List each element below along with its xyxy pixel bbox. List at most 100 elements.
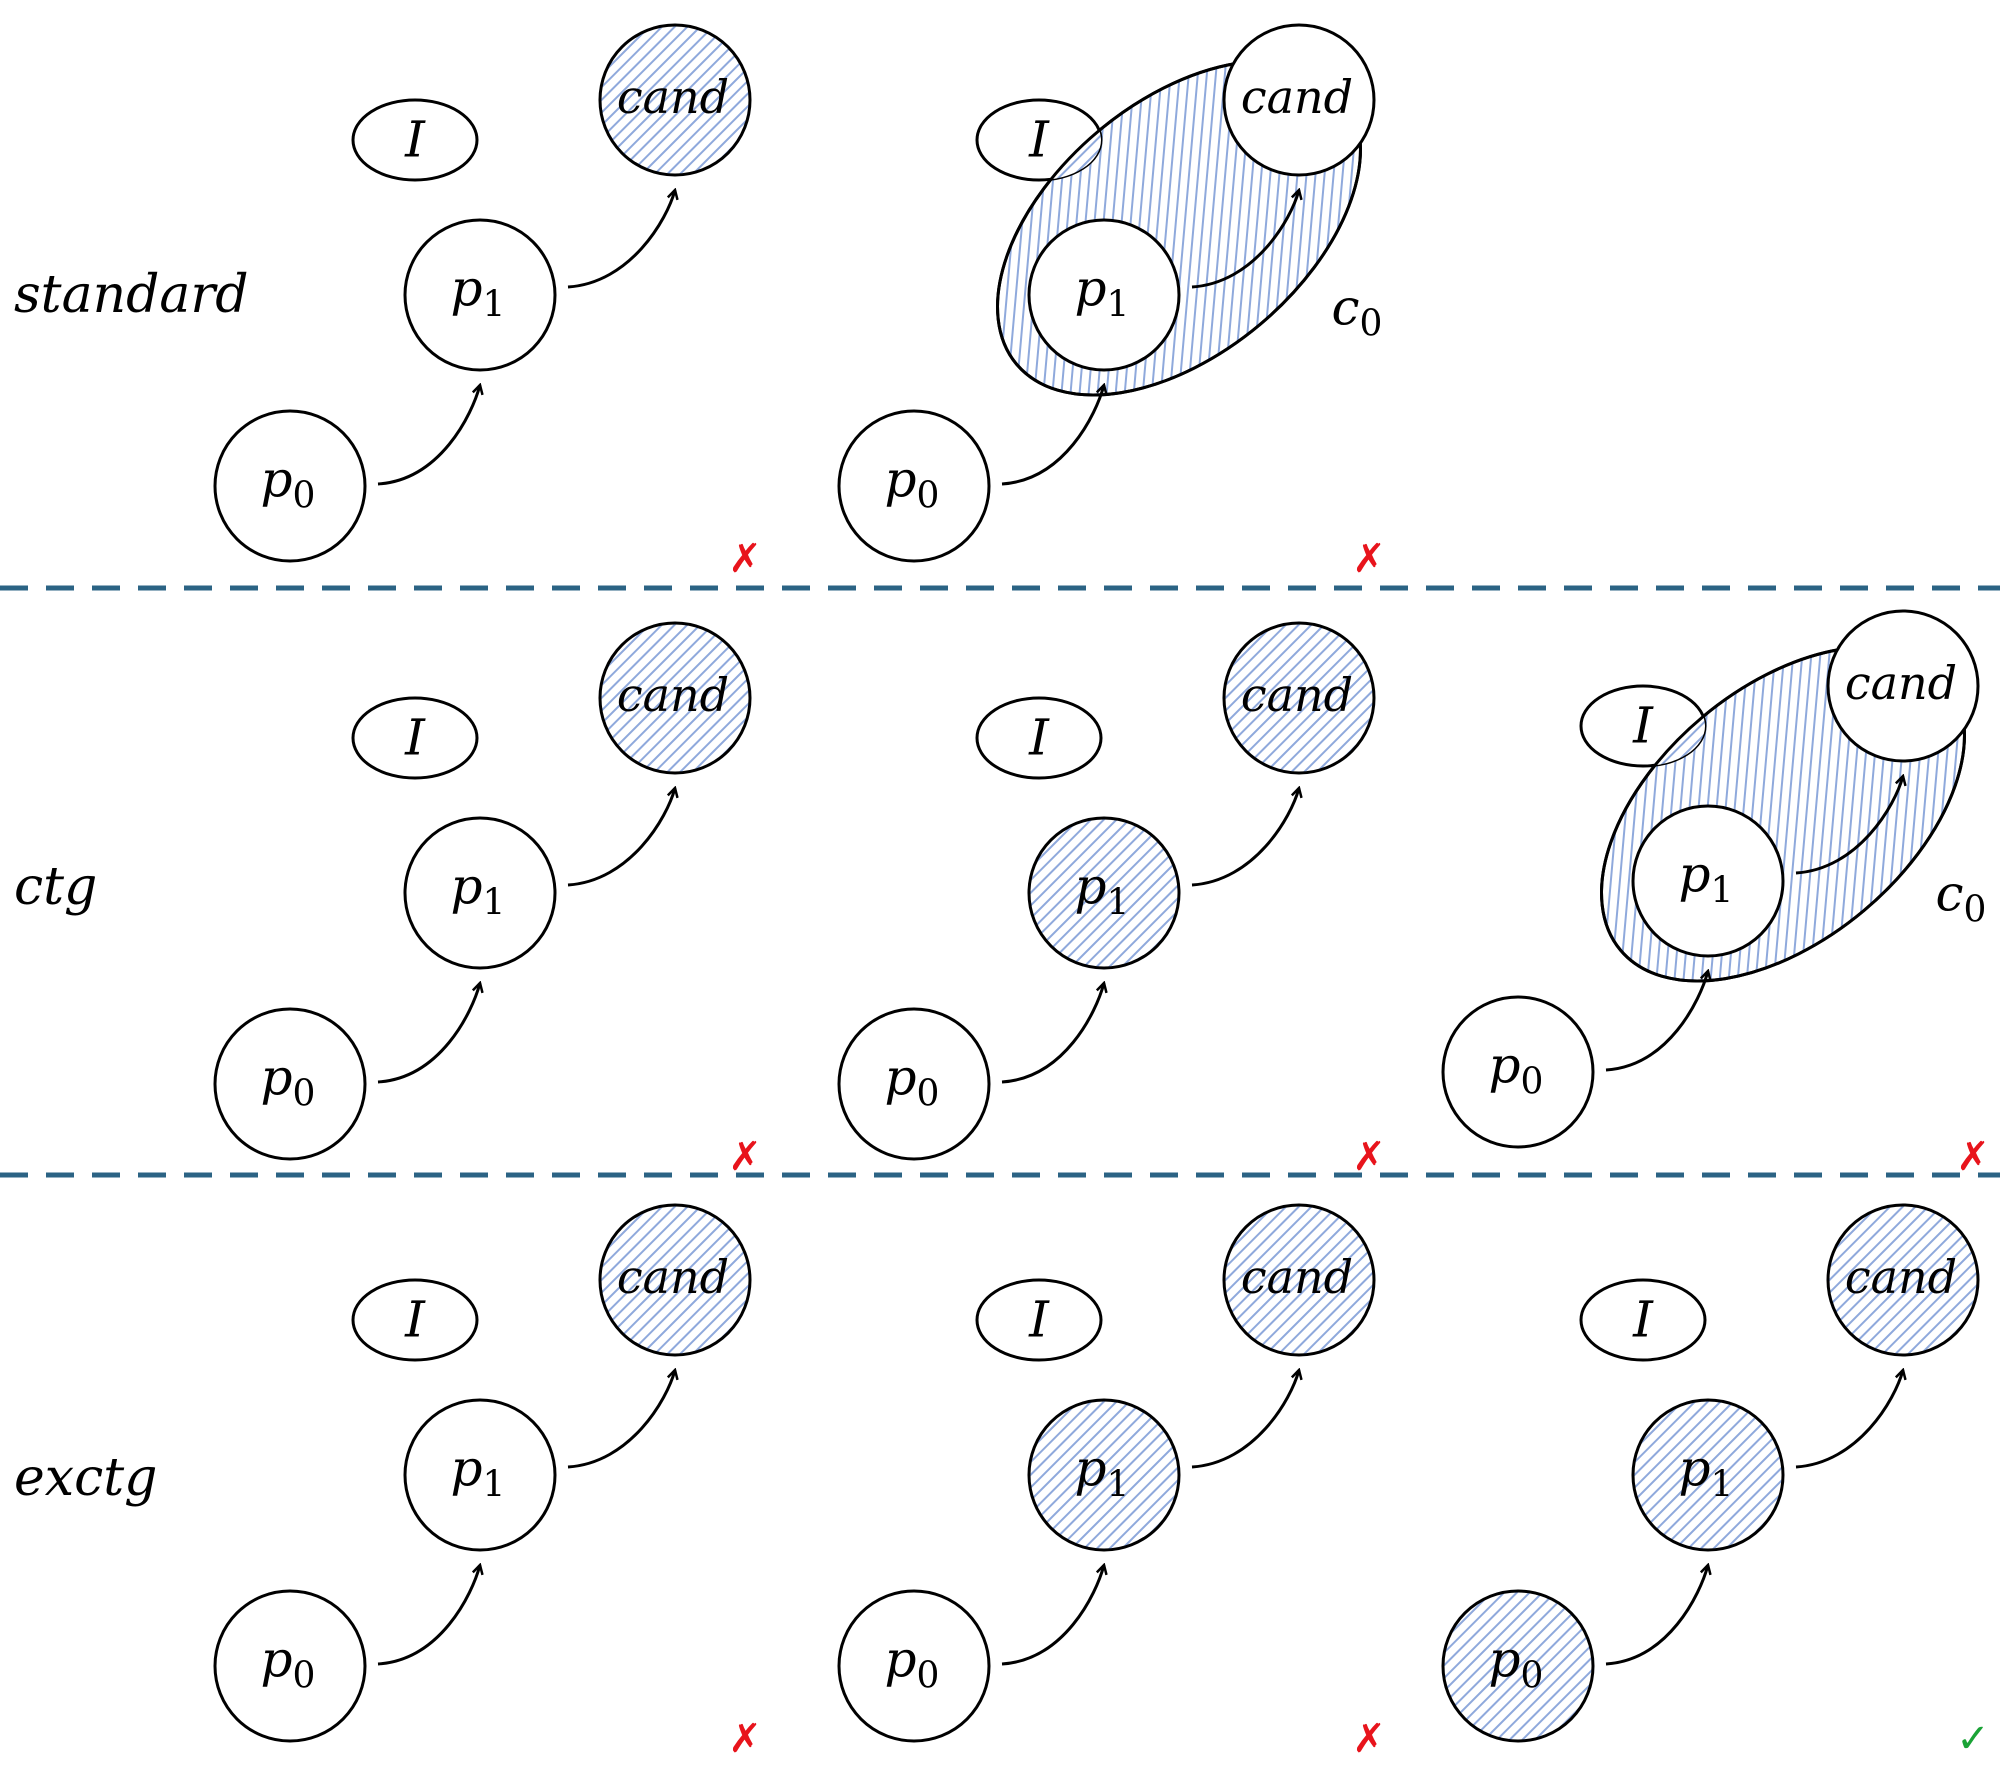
transition-p0-to-p1 <box>1001 385 1104 486</box>
candidate-node <box>1826 609 1980 763</box>
fail-cross-icon: ✗ <box>728 1134 762 1180</box>
state-p0-label: p0 <box>1489 1631 1544 1697</box>
initial-states-ellipse <box>975 696 1103 780</box>
transition-p0-to-p1 <box>377 385 480 486</box>
fail-cross-icon: ✗ <box>728 1716 762 1762</box>
candidate-label: cand <box>1241 668 1353 722</box>
state-p0-node <box>837 1007 991 1161</box>
state-p1-node <box>403 1398 557 1552</box>
row-label-exctg: exctg <box>14 1448 157 1508</box>
state-p0-label: p0 <box>261 1631 316 1697</box>
initial-states-label: I <box>1028 709 1050 767</box>
state-p1-node <box>1027 816 1181 970</box>
transition-p0-to-p1 <box>377 983 480 1084</box>
transition-p1-to-cand <box>567 788 675 887</box>
state-p0-node <box>213 1007 367 1161</box>
state-p1-label: p1 <box>451 260 506 326</box>
state-p0-node <box>1441 995 1595 1149</box>
candidate-node <box>1826 1203 1980 1357</box>
state-p0-label: p0 <box>885 451 940 517</box>
transition-p0-to-p1 <box>377 1565 480 1666</box>
candidate-node <box>598 621 752 775</box>
initial-states-label: I <box>404 111 426 169</box>
state-p1-node <box>1631 804 1785 958</box>
fail-cross-icon: ✗ <box>1352 1716 1386 1762</box>
candidate-label: cand <box>617 1250 729 1304</box>
transition-p1-to-cand <box>1191 1370 1299 1469</box>
fail-cross-icon: ✗ <box>728 536 762 582</box>
state-p0-node <box>213 1589 367 1743</box>
state-p1-label: p1 <box>1075 1440 1130 1506</box>
state-p0-label: p0 <box>261 1049 316 1115</box>
state-p0-label: p0 <box>885 1631 940 1697</box>
state-p1-node <box>1631 1398 1785 1552</box>
row-label-standard: standard <box>14 265 249 325</box>
transition-p1-to-cand <box>1795 1370 1903 1469</box>
state-p0-label: p0 <box>1489 1037 1544 1103</box>
panel-standard-2: Ic0 cand p1 p0 ✗ <box>837 23 1386 582</box>
state-p1-node <box>1027 218 1181 372</box>
state-p0-node <box>837 409 991 563</box>
state-p1-label: p1 <box>1679 846 1734 912</box>
initial-states-label: I <box>1028 1291 1050 1349</box>
state-p0-node <box>213 409 367 563</box>
transition-p1-to-cand <box>567 1370 675 1469</box>
initial-states-label: I <box>1028 111 1050 169</box>
initial-states-ellipse <box>351 696 479 780</box>
fail-cross-icon: ✗ <box>1956 1134 1990 1180</box>
state-p0-node <box>837 1589 991 1743</box>
transition-p0-to-p1 <box>1001 983 1104 1084</box>
fail-cross-icon: ✗ <box>1352 1134 1386 1180</box>
panel-ctg-3: Ic0 cand p1 p0 ✗ <box>1441 609 1990 1180</box>
candidate-label: cand <box>617 70 729 124</box>
state-p1-label: p1 <box>451 1440 506 1506</box>
fail-cross-icon: ✗ <box>1352 536 1386 582</box>
initial-states-label: I <box>1632 1291 1654 1349</box>
candidate-label: cand <box>1845 1250 1957 1304</box>
transition-p1-to-cand <box>1191 190 1299 289</box>
transition-p1-to-cand <box>1191 788 1299 887</box>
state-p1-label: p1 <box>451 858 506 924</box>
candidate-node <box>1222 621 1376 775</box>
transition-p1-to-cand <box>1795 776 1903 875</box>
state-p1-label: p1 <box>1075 858 1130 924</box>
candidate-label: cand <box>1241 70 1353 124</box>
state-p1-label: p1 <box>1075 260 1130 326</box>
candidate-label: cand <box>617 668 729 722</box>
candidate-node <box>1222 23 1376 177</box>
initial-states-label: I <box>1632 697 1654 755</box>
initial-states-ellipse <box>351 98 479 182</box>
state-p1-node <box>403 816 557 970</box>
pass-check-icon: ✓ <box>1956 1716 1990 1762</box>
initial-states-label: I <box>404 709 426 767</box>
transition-p1-to-cand <box>567 190 675 289</box>
candidate-node <box>1222 1203 1376 1357</box>
state-p0-label: p0 <box>885 1049 940 1115</box>
cube-c0-label: c0 <box>1332 279 1383 345</box>
initial-states-ellipse <box>975 1278 1103 1362</box>
candidate-node <box>598 23 752 177</box>
initial-states-label: I <box>404 1291 426 1349</box>
state-p0-label: p0 <box>261 451 316 517</box>
row-label-ctg: ctg <box>14 857 97 917</box>
initial-states-ellipse <box>1579 1278 1707 1362</box>
candidate-node <box>598 1203 752 1357</box>
state-p0-node <box>1441 1589 1595 1743</box>
candidate-label: cand <box>1241 1250 1353 1304</box>
transition-p0-to-p1 <box>1605 971 1708 1072</box>
state-p1-label: p1 <box>1679 1440 1734 1506</box>
transition-p0-to-p1 <box>1605 1565 1708 1666</box>
cube-c0-label: c0 <box>1936 865 1987 931</box>
state-p1-node <box>1027 1398 1181 1552</box>
state-p1-node <box>403 218 557 372</box>
candidate-label: cand <box>1845 656 1957 710</box>
transition-p0-to-p1 <box>1001 1565 1104 1666</box>
